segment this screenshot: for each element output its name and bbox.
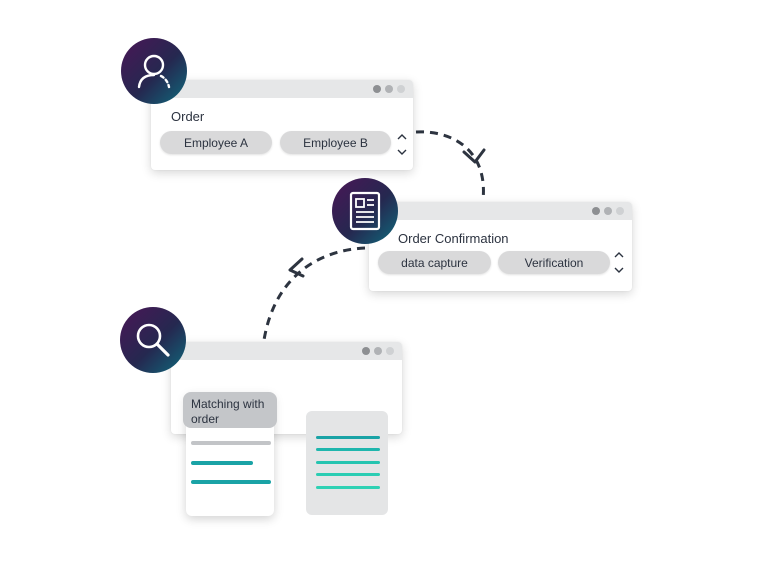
window-dot[interactable] [385, 85, 393, 93]
confirmation-window: Order Confirmation data capture Verifica… [369, 202, 632, 291]
confirmation-stepper-chevrons[interactable] [613, 248, 625, 278]
data-capture-pill[interactable]: data capture [378, 251, 491, 274]
employee-a-pill[interactable]: Employee A [160, 131, 272, 154]
verification-pill[interactable]: Verification [498, 251, 610, 274]
document-line [316, 461, 380, 464]
arrow-order-to-confirmation [415, 130, 485, 201]
window-dot[interactable] [604, 207, 612, 215]
window-dot[interactable] [374, 347, 382, 355]
window-dot[interactable] [373, 85, 381, 93]
arrow-confirmation-to-matching [262, 246, 366, 341]
order-window-title: Order [171, 109, 205, 124]
employee-b-pill[interactable]: Employee B [280, 131, 391, 154]
document-line [191, 441, 271, 445]
search-badge [120, 307, 186, 373]
user-badge [121, 38, 187, 104]
matching-with-order-label: Matching with order [183, 392, 277, 428]
document-line [316, 486, 380, 489]
document-line [316, 448, 380, 451]
document-line [316, 473, 380, 476]
window-dot[interactable] [386, 347, 394, 355]
arrow-head-1 [462, 148, 486, 164]
document-line [316, 436, 380, 439]
confirmation-window-title: Order Confirmation [398, 231, 509, 246]
window-dot[interactable] [362, 347, 370, 355]
window-dot[interactable] [616, 207, 624, 215]
document-badge [332, 178, 398, 244]
matching-window-titlebar [171, 342, 402, 360]
window-dot[interactable] [397, 85, 405, 93]
arrow-head-2 [288, 257, 305, 278]
document-icon [349, 191, 381, 231]
order-window-titlebar [151, 80, 413, 98]
window-dot[interactable] [592, 207, 600, 215]
order-stepper-chevrons[interactable] [396, 130, 408, 160]
magnifier-icon [136, 323, 170, 357]
document-line [191, 480, 271, 484]
user-icon [137, 54, 171, 89]
confirmation-window-titlebar [369, 202, 632, 220]
document-line [191, 461, 253, 465]
order-window: Order Employee A Employee B [151, 80, 413, 170]
